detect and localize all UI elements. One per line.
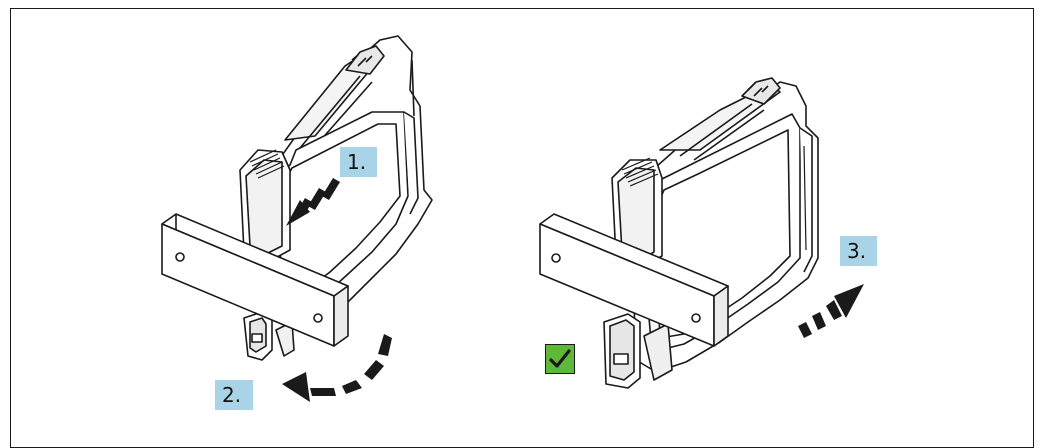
din-rail-right bbox=[539, 213, 729, 347]
din-rail-mounting-diagram bbox=[161, 35, 864, 402]
step-3-label: 3. bbox=[840, 236, 877, 266]
checkmark-icon bbox=[545, 344, 575, 374]
arrow-step-3 bbox=[798, 284, 864, 338]
din-rail-left bbox=[161, 213, 349, 347]
step-1-label: 1. bbox=[340, 147, 377, 177]
arrow-step-1 bbox=[286, 178, 340, 226]
step-2-label: 2. bbox=[215, 380, 253, 410]
arrow-step-2 bbox=[282, 334, 392, 402]
